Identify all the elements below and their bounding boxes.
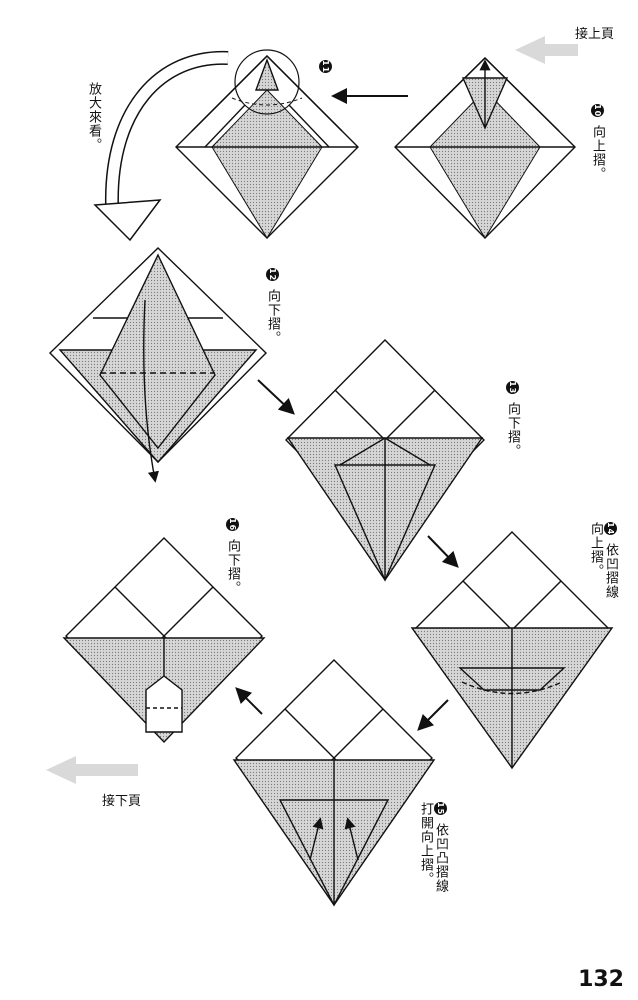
step-13-number: 13 <box>506 381 519 395</box>
flow-arrow-15-16 <box>235 687 263 715</box>
step-11-label: 11 <box>318 60 333 76</box>
step-12-number: 12 <box>266 268 279 282</box>
step-16-text: 向下摺。 <box>225 539 240 596</box>
step-14-text: 依凹摺線向上摺。 <box>588 522 618 600</box>
continue-to-arrow <box>46 756 138 784</box>
continue-from-label: 接上頁 <box>575 27 615 42</box>
page-number: 132 <box>578 967 624 992</box>
step-16-number: 16 <box>226 518 239 532</box>
step-10-diagram <box>394 57 576 239</box>
step-12-diagram <box>49 247 267 483</box>
step-16-label: 16 向下摺。 <box>225 518 240 595</box>
step-11-diagram <box>175 49 359 239</box>
step-13-label: 13 向下摺。 <box>505 381 520 458</box>
step-15-text: 依凹凸摺線打開向上摺。 <box>418 802 448 894</box>
step-14-label: 14 依凹摺線向上摺。 <box>588 522 618 612</box>
step-14-number: 14 <box>604 522 617 536</box>
step-16-diagram <box>62 537 266 744</box>
step-15-number: 15 <box>434 802 447 816</box>
step-15-label: 15 依凹凸摺線打開向上摺。 <box>418 802 448 896</box>
step-12-text: 向下摺。 <box>265 289 280 346</box>
flow-arrow-12-13 <box>257 379 295 415</box>
step-10-text: 向上摺。 <box>590 125 605 182</box>
step-13-text: 向下摺。 <box>505 402 520 459</box>
flow-arrow-13-14 <box>427 535 459 568</box>
step-13-diagram <box>285 339 485 582</box>
step-14-diagram <box>410 531 614 770</box>
zoom-arrow <box>93 50 229 242</box>
zoom-note: 放大來看。 <box>86 82 101 152</box>
continue-from-arrow <box>515 36 578 64</box>
flow-arrow-14-15 <box>417 699 449 731</box>
step-15-diagram <box>232 659 436 907</box>
step-10-number: 10 <box>591 104 604 118</box>
step-12-label: 12 向下摺。 <box>265 268 280 345</box>
step-11-number: 11 <box>319 60 332 74</box>
continue-to-label: 接下頁 <box>102 794 142 809</box>
step-10-label: 10 向上摺。 <box>590 104 605 181</box>
